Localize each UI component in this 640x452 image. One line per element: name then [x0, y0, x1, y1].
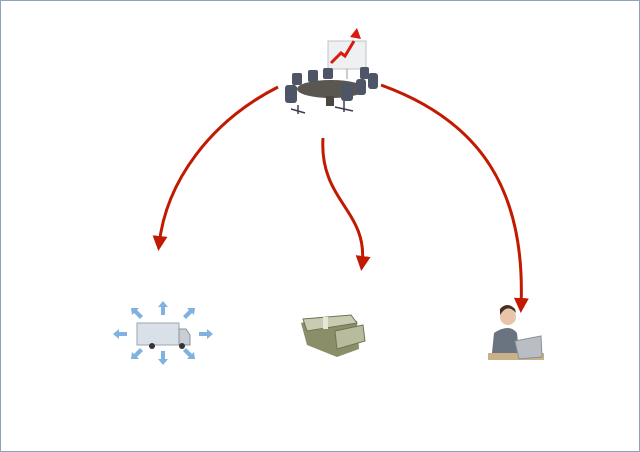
operator-icon [488, 305, 544, 360]
arrow-to-logistics [152, 85, 279, 251]
delivery-truck-icon [113, 301, 213, 365]
meeting-room-icon [285, 28, 378, 114]
arrow-to-customer-service [380, 83, 529, 313]
money-stack-icon [301, 314, 366, 357]
arrow-to-finance [321, 137, 371, 271]
